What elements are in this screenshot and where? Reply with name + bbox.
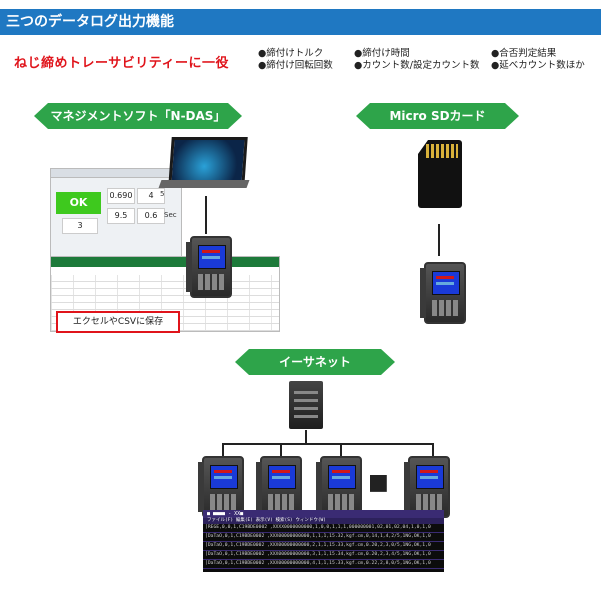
unit-label: Sec bbox=[164, 211, 177, 219]
value-cell: 0.6 bbox=[137, 208, 165, 224]
feature-judgement: ●合否判定結果 bbox=[491, 48, 557, 59]
feature-count: ●カウント数/設定カウント数 bbox=[354, 60, 480, 71]
network-line bbox=[432, 443, 434, 457]
section-micro-sd: Micro SDカード bbox=[356, 103, 519, 129]
driver-controller-icon bbox=[256, 456, 302, 518]
terminal-title: ■ ■■■■ - XX■ bbox=[203, 510, 444, 518]
network-line bbox=[222, 443, 224, 457]
value-cell: 0.690 bbox=[107, 188, 135, 204]
value-cell: 9.5 bbox=[107, 208, 135, 224]
value-cell: 4 bbox=[137, 188, 165, 204]
ok-indicator: OK bbox=[56, 192, 101, 214]
network-line bbox=[222, 443, 434, 445]
server-icon bbox=[289, 381, 323, 429]
small-value: 5 bbox=[160, 190, 165, 198]
connector-line bbox=[205, 196, 207, 234]
connector-line bbox=[438, 224, 440, 256]
driver-controller-icon bbox=[316, 456, 362, 518]
network-line bbox=[305, 430, 307, 444]
log-row: [DaTaO,0,1,C19BDE0002 ,XXX00000000000,3,… bbox=[203, 551, 444, 560]
log-row: [DaTaO,0,1,C19BDE0002 ,XXX00000000000,2,… bbox=[203, 542, 444, 551]
section-management-software: マネジメントソフト「N-DAS」 bbox=[34, 103, 242, 129]
driver-controller-icon bbox=[186, 236, 232, 298]
driver-controller-icon bbox=[198, 456, 244, 518]
section-ethernet: イーサネット bbox=[235, 349, 395, 375]
feature-total-count: ●延べカウント数ほか bbox=[491, 60, 585, 71]
driver-controller-icon bbox=[404, 456, 450, 518]
driver-controller-icon bbox=[420, 262, 466, 324]
terminal-menu: ファイル(F) 編集(E) 表示(V) 検索(S) ウィンドウ(W) bbox=[203, 518, 444, 524]
feature-time: ●締付け時間 bbox=[354, 48, 410, 59]
page-title: 三つのデータログ出力機能 bbox=[0, 9, 601, 35]
data-log-terminal: ■ ■■■■ - XX■ ファイル(F) 編集(E) 表示(V) 検索(S) ウ… bbox=[203, 510, 444, 572]
network-line bbox=[280, 443, 282, 457]
feature-rotations: ●締付け回転回数 bbox=[258, 60, 333, 71]
log-row: [DaTaO,0,1,C19BDE0002 ,XXX00000000000,4,… bbox=[203, 560, 444, 569]
tagline: ねじ締めトレーサビリティーに一役 bbox=[14, 56, 229, 71]
micro-sd-card-icon bbox=[418, 140, 462, 208]
laptop-base bbox=[158, 180, 250, 188]
network-line bbox=[340, 443, 342, 457]
save-callout: エクセルやCSVに保存 bbox=[56, 311, 180, 333]
feature-torque: ●締付けトルク bbox=[258, 48, 324, 59]
log-row: [DaTaO,0,1,C19BDE0002 ,XXX00000000000,1,… bbox=[203, 533, 444, 542]
value-cell: 3 bbox=[62, 218, 98, 234]
log-row: [REGE,0,0,1,C19BDE0002 ,XXXX0000000000,1… bbox=[203, 524, 444, 533]
